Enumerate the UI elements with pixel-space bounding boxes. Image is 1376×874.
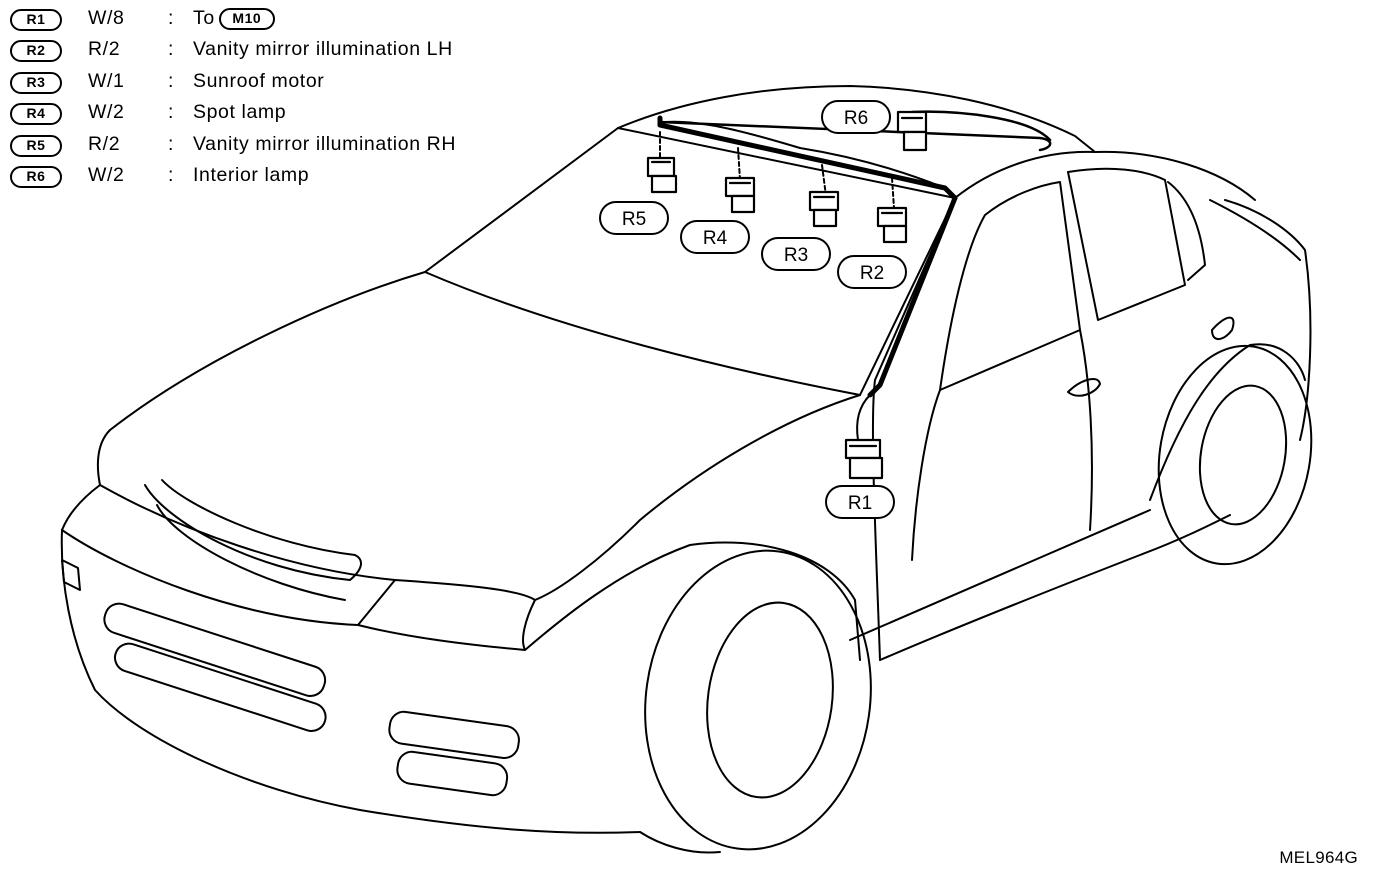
- connector-r3-block: [808, 190, 840, 228]
- connector-r1-block: [844, 438, 884, 480]
- legend-separator: :: [168, 163, 175, 186]
- legend-code-r1: R1: [10, 9, 62, 31]
- connector-r2-block: [876, 206, 908, 244]
- legend-desc-r3: Sunroof motor: [193, 69, 325, 92]
- legend-row-r6: R6 W/2 : Interior lamp: [10, 163, 530, 194]
- legend-separator: :: [168, 7, 175, 29]
- car-body: [60, 85, 1313, 854]
- label-r5: R5: [622, 209, 646, 230]
- label-r4: R4: [703, 228, 728, 249]
- legend-desc-r6: Interior lamp: [193, 163, 310, 186]
- legend-wire-r5: R/2: [88, 132, 121, 155]
- legend-wire-r4: W/2: [88, 101, 125, 124]
- legend-separator: :: [168, 132, 175, 155]
- legend-row-r5: R5 R/2 : Vanity mirror illumination RH: [10, 132, 530, 163]
- legend-separator: :: [168, 101, 175, 124]
- legend-wire-r3: W/1: [88, 69, 125, 92]
- legend-wire-r6: W/2: [88, 163, 125, 186]
- legend-code-r2: R2: [10, 40, 62, 63]
- legend-separator: :: [168, 69, 175, 92]
- label-r6: R6: [844, 108, 868, 129]
- connector-r5-block: [646, 156, 678, 194]
- legend-code-r4: R4: [10, 103, 62, 126]
- label-r3: R3: [784, 245, 808, 266]
- legend-wire-r1: W/8: [88, 7, 125, 29]
- connector-blocks: [646, 110, 928, 480]
- legend-code-r6: R6: [10, 165, 62, 188]
- legend-desc-r2: Vanity mirror illumination LH: [193, 38, 453, 61]
- connector-labels: R5 R4 R3 R2 R6 R1: [599, 100, 907, 519]
- legend-row-r2: R2 R/2 : Vanity mirror illumination LH: [10, 37, 530, 68]
- label-r2: R2: [860, 263, 884, 284]
- legend-separator: :: [168, 38, 175, 61]
- wiring-harness: [657, 110, 1052, 441]
- legend-desc-r4: Spot lamp: [193, 101, 287, 124]
- legend-ref-m10: M10: [218, 8, 275, 30]
- legend-code-r5: R5: [10, 134, 62, 157]
- legend-desc-r5: Vanity mirror illumination RH: [193, 132, 457, 155]
- figure-reference: MEL964G: [1279, 848, 1358, 867]
- legend-wire-r2: R/2: [88, 38, 121, 61]
- legend-code-r3: R3: [10, 71, 62, 94]
- connector-r4-block: [724, 176, 756, 214]
- legend-row-r4: R4 W/2 : Spot lamp: [10, 100, 530, 131]
- legend-desc-r1-text: To: [193, 7, 215, 29]
- label-r1: R1: [848, 493, 872, 514]
- legend-row-r3: R3 W/1 : Sunroof motor: [10, 69, 530, 100]
- connector-r6-block: [896, 110, 928, 152]
